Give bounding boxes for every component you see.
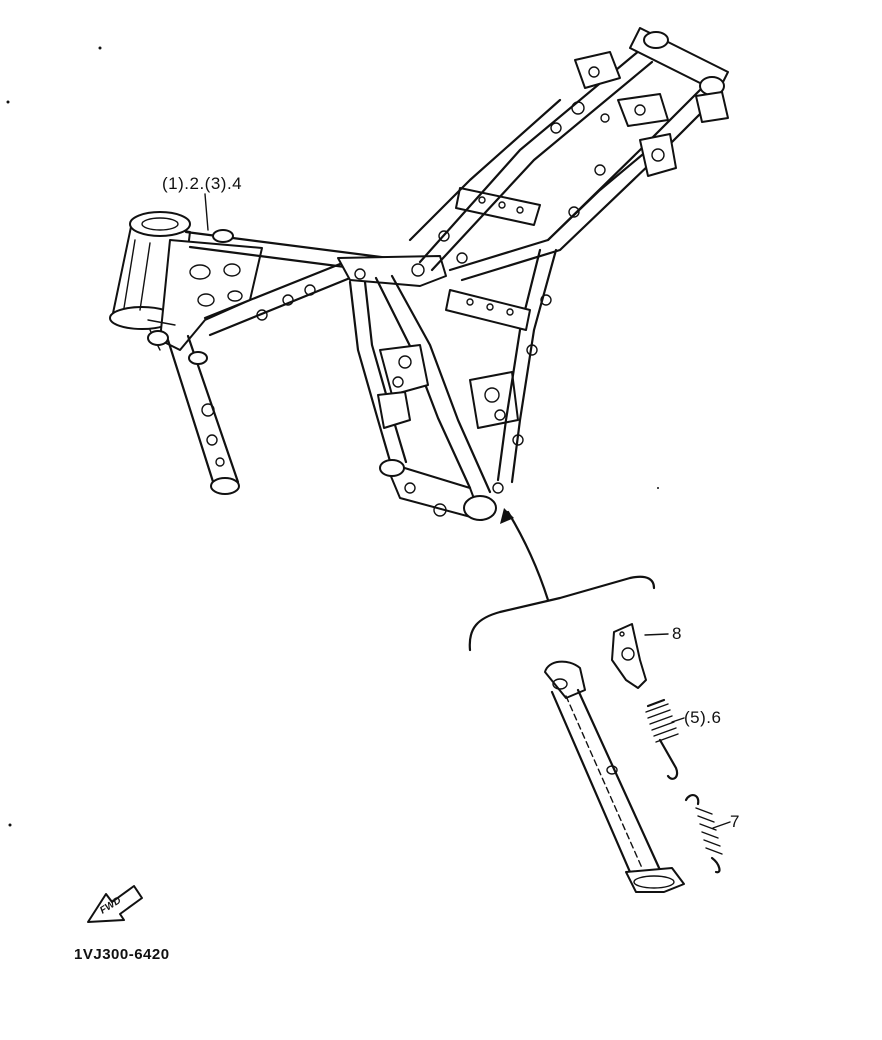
- spring-inner-drawing: [684, 794, 723, 874]
- assembly-arrow: [500, 508, 550, 602]
- diagram-code: 1VJ300-6420: [74, 946, 170, 963]
- sidestand-drawing: [544, 660, 685, 893]
- spring-outer-callout-label: (5).6: [684, 708, 722, 727]
- assembly-brace: [468, 575, 656, 652]
- bracket-leader: [644, 633, 669, 636]
- spring-inner-callout-label: 7: [730, 812, 740, 831]
- frame-callout-leader: [204, 193, 209, 231]
- spring-inner-leader: [712, 821, 731, 829]
- spring-outer-leader: [671, 717, 685, 723]
- bracket-drawing: [611, 623, 647, 689]
- bracket-callout-label: 8: [672, 624, 682, 643]
- frame-drawing: [109, 27, 729, 521]
- frame-callout-label: (1).2.(3).4: [162, 174, 243, 193]
- fwd-arrow-icon: FWD: [87, 885, 143, 923]
- spring-outer-drawing: [645, 698, 679, 780]
